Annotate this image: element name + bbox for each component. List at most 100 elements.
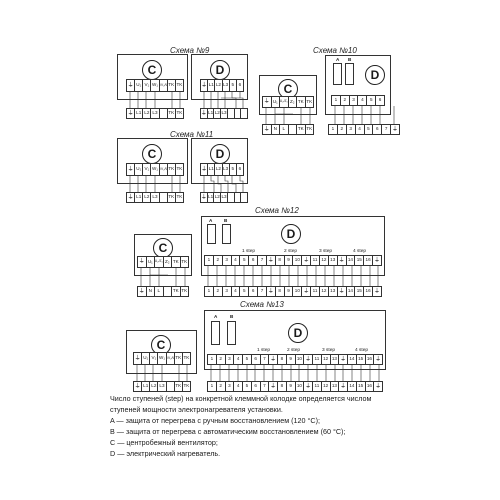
terminal: 10 bbox=[296, 355, 305, 364]
terminal: 5 bbox=[240, 287, 250, 296]
scheme11-fan-badge: C bbox=[142, 144, 162, 164]
terminal: L2 bbox=[143, 193, 152, 202]
terminal: L bbox=[155, 287, 164, 296]
protection-label-b: B bbox=[348, 57, 352, 62]
terminal: TK bbox=[175, 353, 183, 364]
terminal: 7 bbox=[258, 256, 267, 265]
terminal: 12 bbox=[320, 256, 329, 265]
terminal: 7 bbox=[261, 355, 270, 364]
ground-terminal: ⏚ bbox=[303, 256, 312, 265]
terminal: 3 bbox=[350, 96, 359, 105]
scheme13-fan-top-strip: ⏚ U₁ V₁ W₁ U₂/V₂/W₂ TK TK bbox=[133, 352, 191, 365]
terminal: 8 bbox=[278, 355, 287, 364]
terminal: TK bbox=[168, 109, 176, 118]
terminal: 16 bbox=[366, 382, 375, 391]
terminal: 9 bbox=[287, 382, 296, 391]
terminal: 5 bbox=[243, 355, 252, 364]
terminal: 14 bbox=[347, 256, 356, 265]
scheme12-fan-badge: C bbox=[153, 238, 173, 258]
terminal: TK bbox=[172, 287, 181, 296]
terminal: 15 bbox=[357, 355, 366, 364]
terminal: 6 bbox=[373, 125, 383, 134]
scheme11-heater-top-strip: ⏚ L1 L2 L3 5 6 bbox=[200, 163, 244, 176]
terminal: 1 bbox=[208, 382, 217, 391]
scheme11-heater-unit: D bbox=[191, 138, 248, 184]
ground-terminal: ⏚ bbox=[201, 80, 209, 91]
ground-terminal: ⏚ bbox=[373, 288, 380, 295]
terminal: W₁ bbox=[151, 164, 160, 175]
legend-note: Число ступеней (step) на конкретной клем… bbox=[110, 393, 470, 459]
step-label: 2 step bbox=[287, 348, 301, 353]
scheme12-fan-top-strip: ⏚ U₁ U₂/Z₁ Z₂ TK TK bbox=[137, 256, 189, 268]
terminal: 1 bbox=[205, 287, 214, 296]
terminal: 5 bbox=[240, 256, 250, 265]
terminal: L2 bbox=[214, 109, 222, 118]
terminal: L2 bbox=[150, 382, 159, 391]
terminal: L3 bbox=[151, 193, 160, 202]
terminal: U₂/V₂/W₂ bbox=[160, 80, 168, 91]
legend-item-c: C — центробежный вентилятор; bbox=[110, 438, 218, 447]
terminal: 11 bbox=[311, 287, 320, 296]
terminal: TK bbox=[176, 194, 183, 200]
scheme12-fan-unit: C bbox=[134, 234, 192, 276]
terminal: L bbox=[280, 125, 289, 134]
terminal: 16 bbox=[364, 287, 374, 296]
terminal: 3 bbox=[223, 287, 232, 296]
terminal: 16 bbox=[364, 256, 374, 265]
terminal: 7 bbox=[261, 382, 270, 391]
terminal: U₁ bbox=[135, 80, 144, 91]
scheme12-fan-bottom-strip: ⏚ N L TK TK bbox=[137, 286, 189, 297]
terminal: V₁ bbox=[143, 80, 152, 91]
terminal: 2 bbox=[341, 96, 350, 105]
scheme9-heater-badge: D bbox=[210, 60, 230, 80]
terminal: 11 bbox=[313, 382, 322, 391]
step-label: 3 step bbox=[319, 249, 333, 254]
terminal: 5 bbox=[230, 164, 237, 175]
scheme13-heater-bottom-strip: 1 2 3 4 5 6 7 ⏚ 8 9 10 ⏚ 11 12 13 ⏚ 14 1… bbox=[207, 381, 383, 392]
terminal: 6 bbox=[249, 256, 259, 265]
terminal bbox=[164, 287, 172, 296]
ground-terminal: ⏚ bbox=[305, 355, 313, 364]
terminal: 6 bbox=[238, 82, 242, 88]
ground-terminal: ⏚ bbox=[127, 80, 136, 91]
terminal: N bbox=[272, 125, 280, 134]
scheme9-fan-wires bbox=[129, 92, 181, 108]
terminal: L3 bbox=[221, 193, 228, 202]
terminal: U₁ bbox=[142, 353, 151, 364]
terminal: 4 bbox=[232, 256, 241, 265]
ground-terminal: ⏚ bbox=[305, 382, 313, 391]
ground-terminal: ⏚ bbox=[270, 382, 278, 391]
terminal: L1 bbox=[208, 80, 216, 91]
scheme12-heater-unit: D A B 1 step 2 step 3 step 4 step bbox=[201, 216, 385, 276]
terminal: V₁ bbox=[150, 353, 159, 364]
terminal: L3 bbox=[158, 382, 167, 391]
terminal: TK bbox=[172, 257, 181, 267]
scheme10-heater-bottom-strip: 1 2 3 4 5 6 7 ⏚ bbox=[328, 124, 400, 135]
terminal: Z₂ bbox=[164, 257, 172, 267]
terminal: 9 bbox=[287, 355, 296, 364]
thermal-switch-b bbox=[227, 321, 236, 345]
terminal: 5 bbox=[230, 80, 237, 91]
terminal: L3 bbox=[223, 164, 230, 175]
ground-terminal: ⏚ bbox=[127, 109, 136, 118]
step-label: 4 step bbox=[355, 348, 369, 353]
terminal: 14 bbox=[348, 355, 357, 364]
terminal: 12 bbox=[322, 382, 331, 391]
scheme13-title: Схема №13 bbox=[240, 300, 284, 309]
ground-terminal: ⏚ bbox=[375, 356, 382, 363]
terminal: 4 bbox=[358, 96, 368, 105]
terminal: L2 bbox=[215, 80, 223, 91]
scheme11-heater-wires bbox=[203, 176, 244, 192]
terminal: 3 bbox=[226, 382, 235, 391]
terminal: L1 bbox=[208, 109, 215, 118]
step-label: 1 step bbox=[242, 249, 256, 254]
terminal: L2 bbox=[215, 164, 223, 175]
terminal: U₁ bbox=[147, 257, 155, 267]
terminal: 2 bbox=[338, 125, 347, 134]
step-label: 2 step bbox=[284, 249, 298, 254]
ground-terminal: ⏚ bbox=[303, 287, 312, 296]
terminal: TK bbox=[176, 166, 183, 172]
terminal: 8 bbox=[278, 382, 287, 391]
scheme13-heater-badge: D bbox=[288, 323, 308, 343]
terminal: 1 bbox=[208, 355, 217, 364]
